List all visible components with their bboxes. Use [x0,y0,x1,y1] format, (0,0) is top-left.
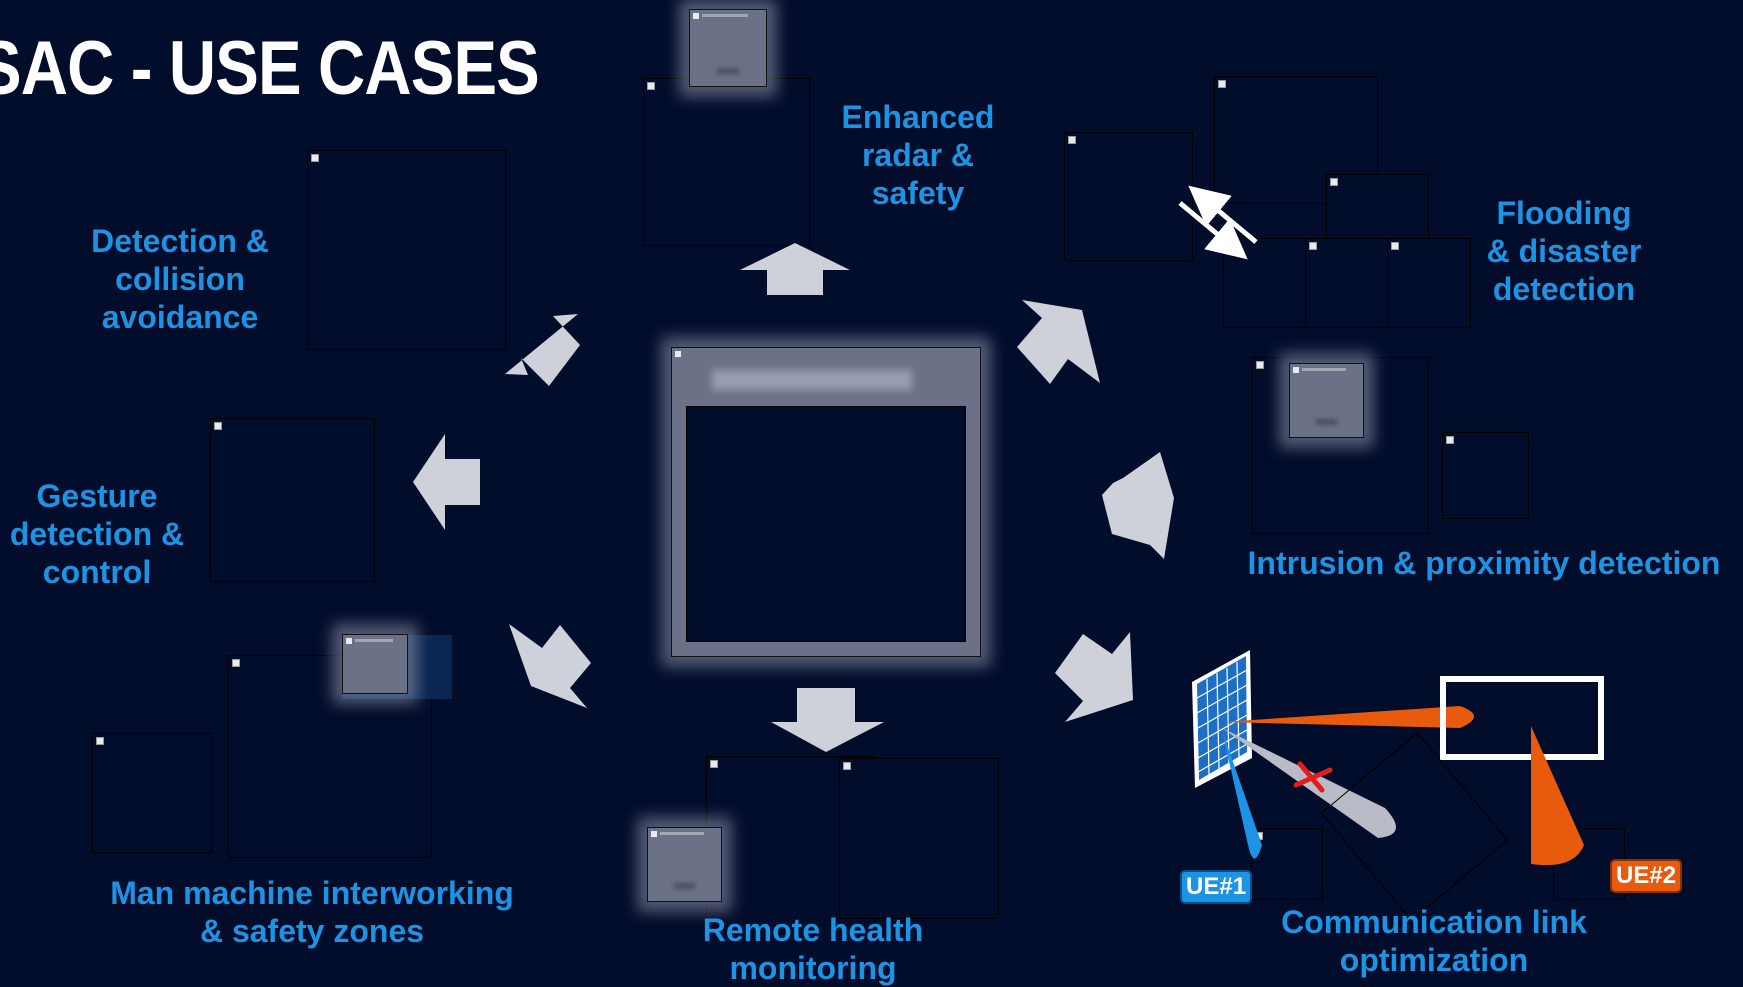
image-placeholder-center [671,347,981,657]
arrow-up-right [1017,300,1100,384]
image-placeholder-man-machine-ghost [342,634,408,694]
image-placeholder-flooding-grid-2 [1305,238,1389,328]
ue2-badge: UE#2 [1612,861,1681,891]
page-title: SAC - USE CASES [0,26,540,111]
arrow-right [1102,452,1174,559]
image-placeholder-flooding-2 [1064,132,1193,261]
beam-blocked [1222,728,1396,838]
image-placeholder-man-machine-1 [228,655,432,858]
label-intrusion: Intrusion & proximity detection [1247,545,1721,581]
label-man-machine: Man machine interworking & safety zones [110,875,514,949]
image-placeholder-radar-1 [643,78,810,246]
flood-arrow-in [1178,201,1248,260]
beam-ue2-reflected [1531,726,1584,866]
image-placeholder-intrusion-ghost [1289,363,1364,438]
flood-arrow-out [1188,185,1258,244]
image-placeholder-collision [307,150,506,350]
label-collision: Detection & collision avoidance [91,223,269,335]
arrow-down [771,688,884,752]
antenna-array-icon [1192,650,1252,788]
image-placeholder-radar-ghost [689,9,767,87]
image-placeholder-health-ghost [647,827,722,902]
label-enhanced-radar: Enhanced radar & safety [841,99,995,211]
arrow-down-right [1055,632,1133,722]
blocked-x-icon [1293,761,1333,793]
label-flooding: Flooding & disaster detection [1486,195,1642,307]
beam-ue2-direct [1222,706,1474,728]
label-remote-health: Remote health monitoring [702,912,924,986]
beam-ue1 [1222,730,1262,859]
arrow-left [413,434,480,530]
arrow-down-left [509,624,591,708]
ue1-badge: UE#1 [1182,872,1251,902]
image-placeholder-flooding-grid-3 [1387,238,1471,328]
obstacle-box [1440,676,1604,760]
arrow-up [740,243,850,295]
obstacle-rotated [1320,732,1508,922]
image-placeholder-gesture [210,418,375,582]
label-gesture: Gesture detection & control [9,478,185,590]
image-placeholder-comm-1 [1251,828,1323,900]
image-placeholder-intrusion-2 [1442,432,1529,519]
image-placeholder-health-2 [839,758,999,919]
image-placeholder-man-machine-2 [92,733,212,853]
arrow-up-left [505,314,580,386]
label-communication: Communication link optimization [1281,904,1587,978]
